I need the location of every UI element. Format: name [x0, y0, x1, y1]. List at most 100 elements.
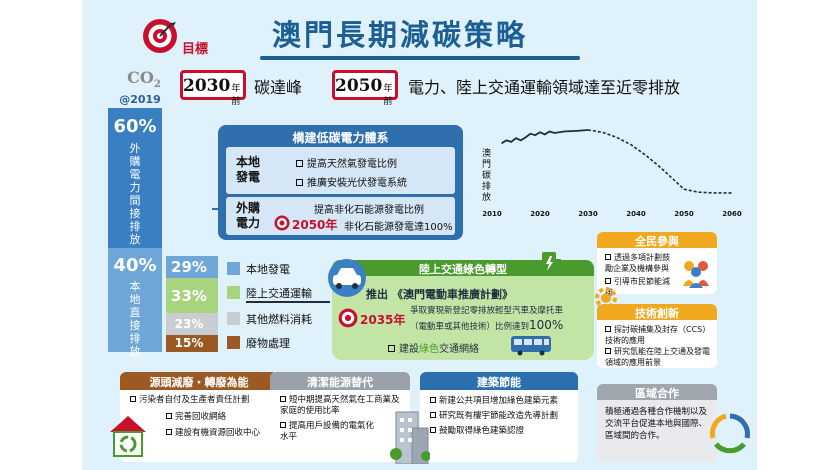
target-icon — [143, 19, 177, 53]
x-tick-label: 2020 — [530, 210, 550, 218]
power-connector — [212, 208, 220, 210]
import-power-label: 外購電力 — [236, 201, 261, 230]
segment-transport-pct: 33% — [171, 287, 207, 305]
innovation-item-1: 探討碳捕集及封存（CCS）技術的應用 — [605, 325, 711, 345]
page-title: 澳門長期減碳策略 — [272, 18, 529, 52]
participation-title: 全民參與 — [597, 232, 717, 248]
x-tick-label: 2050 — [674, 210, 694, 218]
innovation-item-2: 研究氫能在陸上交通及發電領域的應用前景 — [605, 347, 710, 367]
legend-local-power: 本地發電 — [246, 263, 290, 276]
legend-swatch-other-fuel — [227, 312, 240, 325]
cooperation-panel: 區域合作 積極通過各種合作機制以及交流平台促進本地與國際、區域間的合作。 — [597, 384, 717, 462]
legend-transport: 陸上交通運輸 — [246, 287, 312, 300]
building-panel: 建築節能 新建公共項目增加綠色建築元素 研究既有樓宇節能改造先導計劃 鼓勵取得綠… — [420, 372, 578, 462]
participation-item-1: 透過多項計劃鼓勵企業及機構參與 — [605, 253, 670, 273]
plan-prefix: 推出 — [366, 288, 388, 301]
peak-year-box: 2030 年前 — [180, 70, 246, 107]
import-target-year: 2050年 — [292, 218, 338, 232]
participation-item-2: 引導市民節能減排 — [605, 277, 670, 297]
poster: 目標 澳門長期減碳策略 2030 年前 碳達峰 2050 年前 電力、陸上交通運… — [82, 0, 757, 470]
building-item-2: 研究既有樓宇節能改造先導計劃 — [430, 411, 558, 422]
x-tick-label: 2060 — [722, 210, 742, 218]
indirect-pct: 60% — [113, 116, 157, 137]
direct-emission-column — [108, 248, 162, 352]
green-network-item: 建設綠色交通網絡 — [388, 340, 479, 355]
zero-year-box: 2050 年前 — [332, 70, 398, 107]
local-power-item-1: 提高天然氣發電比例 — [296, 155, 397, 170]
emission-trend-chart: 澳門碳排放 2010 2020 2030 2040 2050 2060 — [482, 129, 742, 218]
waste-item-2: 完善回收網絡 — [166, 412, 226, 423]
transport-target-line1: 爭取實現新登記零排放輕型汽車及摩托車 — [410, 306, 564, 316]
green-building-icon — [390, 411, 430, 464]
recycle-house-icon — [110, 416, 146, 457]
waste-item-3: 建設有機資源回收中心 — [166, 428, 260, 439]
waste-item-1: 污染者自付及生產者責任計劃 — [130, 395, 250, 406]
series-line-1 — [587, 129, 732, 194]
local-power-label: 本地發電 — [236, 155, 261, 184]
building-title: 建築節能 — [420, 372, 578, 390]
segment-transport-bar — [166, 278, 218, 313]
import-power-item: 提高非化石能源發電比例 — [314, 205, 424, 216]
x-tick-label: 2030 — [578, 210, 598, 218]
building-item-3: 鼓勵取得綠色建築認證 — [430, 426, 524, 437]
transport-title: 陸上交通綠色轉型 — [332, 260, 594, 276]
direct-label: 本地直接排放 — [129, 280, 141, 358]
electric-car-icon — [328, 259, 366, 297]
segment-waste-bar — [166, 335, 218, 352]
x-tick-label: 2010 — [482, 210, 502, 218]
import-power-section: 外購電力 提高非化石能源發電比例 2050年 非化石能源發電達100% — [226, 197, 455, 235]
waste-title: 源頭減廢・轉廢為能 — [120, 372, 278, 390]
innovation-title: 技術創新 — [597, 304, 717, 320]
zero-year: 2050 — [335, 76, 383, 96]
waste-panel: 源頭減廢・轉廢為能 污染者自付及生產者責任計劃 完善回收網絡 建設有機資源回收中… — [120, 372, 278, 462]
checkbox-icon — [388, 345, 395, 352]
transport-panel: 陸上交通綠色轉型 推出 《澳門電動車推廣計劃》 2035年 爭取實現新登記零排放… — [332, 260, 594, 360]
participation-panel: 全民參與 透過多項計劃鼓勵企業及機構參與 引導市民節能減排 — [597, 232, 717, 297]
segment-waste-pct: 15% — [174, 336, 204, 350]
peak-year-suffix: 年前 — [231, 84, 241, 107]
clean-energy-panel: 清潔能源替代 短中期提高天然氣在工商業及家庭的使用比率 提高用戶設備的電氣化水平 — [270, 372, 410, 462]
cooperation-text: 積極通過各種合作機制以及交流平台促進本地與國際、區域間的合作。 — [605, 407, 708, 441]
peak-text: 碳達峰 — [254, 78, 303, 97]
charging-station-icon — [542, 252, 561, 274]
indirect-emission-column — [108, 108, 162, 248]
segment-local-power-pct: 29% — [171, 258, 207, 276]
cooperation-title: 區域合作 — [597, 384, 717, 400]
cooperation-cycle-icon — [709, 413, 750, 454]
direct-pct: 40% — [113, 255, 157, 276]
legend-swatch-local-power — [227, 262, 240, 275]
building-item-1: 新建公共項目增加綠色建築元素 — [430, 396, 558, 407]
people-icon — [683, 261, 709, 288]
plan-name: 《澳門電動車推廣計劃》 — [392, 288, 513, 301]
segment-other-fuel-pct: 23% — [174, 317, 204, 331]
legend-transport-connector — [246, 301, 330, 303]
segment-local-power-bar — [166, 256, 218, 278]
gear-icon — [595, 287, 617, 309]
indirect-label: 外購電力間接排放 — [129, 142, 141, 246]
goal-label: 目標 — [182, 42, 209, 57]
bus-icon — [511, 336, 551, 356]
legend-swatch-transport — [227, 286, 240, 299]
segment-other-fuel-bar — [166, 313, 218, 335]
power-title: 構建低碳電力體系 — [292, 131, 389, 145]
x-tick-label: 2040 — [626, 210, 646, 218]
zero-text: 電力、陸上交通運輸領域達至近零排放 — [408, 78, 681, 97]
baseline-year: @2019 — [119, 93, 161, 106]
transport-target-year: 2035年 — [360, 313, 406, 327]
innovation-panel: 技術創新 探討碳捕集及封存（CCS）技術的應用 研究氫能在陸上交通及發電領域的應… — [597, 304, 717, 368]
legend-waste: 廢物處理 — [246, 337, 290, 350]
transport-target-pct: 100% — [529, 318, 564, 332]
local-power-item-2: 推廣安裝光伏發電系統 — [296, 174, 407, 189]
legend-other-fuel: 其他燃料消耗 — [246, 313, 312, 326]
legend-swatch-waste — [227, 336, 240, 349]
local-power-section: 本地發電 提高天然氣發電比例 推廣安裝光伏發電系統 — [226, 147, 455, 194]
peak-year: 2030 — [183, 76, 231, 96]
transport-target-line2: （電動車或其他技術）比例達到100% — [410, 318, 564, 332]
import-target-text: 非化石能源發電達100% — [344, 222, 453, 233]
low-carbon-power-panel: 構建低碳電力體系 本地發電 提高天然氣發電比例 推廣安裝光伏發電系統 外購電力 … — [218, 125, 463, 240]
target-icon — [274, 215, 290, 231]
target-icon — [338, 308, 358, 328]
y-axis-label: 澳門碳排放 — [482, 147, 491, 203]
clean-energy-item-2: 提高用戶設備的電氣化水平 — [280, 421, 375, 442]
co2-label: CO2 — [127, 68, 161, 91]
